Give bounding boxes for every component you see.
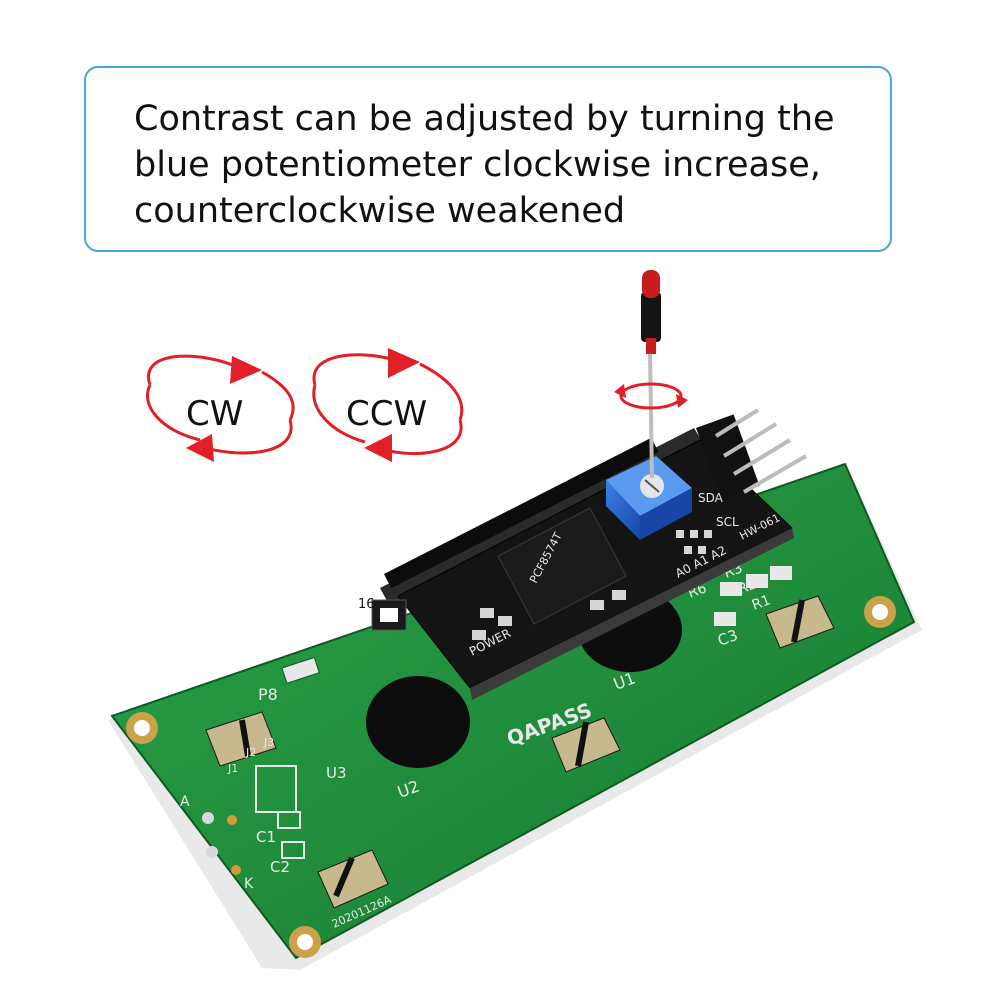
lcd-pcb: P8 U3 J1 J2 J3 C1 C2 C3 R1 R2 R3 R6 A K … xyxy=(108,462,922,970)
label-j2: J2 xyxy=(245,746,256,759)
instruction-line-2: blue potentiometer clockwise increase, xyxy=(134,145,821,185)
label-r2: R2 xyxy=(736,576,759,597)
address-pad xyxy=(690,530,698,538)
smd-component xyxy=(590,600,604,610)
instruction-callout: Contrast can be adjusted by turning the … xyxy=(84,66,892,252)
label-c1: C1 xyxy=(256,828,276,846)
pcf8574-chip: PCF8574T xyxy=(497,507,627,625)
label-pad-a: A xyxy=(180,794,190,810)
label-j1: J1 xyxy=(227,762,238,775)
potentiometer[interactable] xyxy=(606,456,692,540)
smd-component xyxy=(770,566,792,580)
instruction-text: Contrast can be adjusted by turning the … xyxy=(134,96,874,234)
pin16-label: 16 xyxy=(358,597,375,612)
label-p8: P8 xyxy=(258,685,278,704)
u3-outline xyxy=(255,765,297,813)
ccw-label: CCW xyxy=(346,394,427,434)
cw-arrowhead xyxy=(186,434,214,462)
label-r1: R1 xyxy=(750,592,773,613)
pad-a xyxy=(202,812,214,824)
label-c3: C3 xyxy=(715,626,740,650)
lcd-tab xyxy=(551,717,621,773)
pad-k xyxy=(206,846,218,858)
lcd-tab xyxy=(765,595,835,649)
instruction-line-1: Contrast can be adjusted by turning the xyxy=(134,99,835,139)
ccw-arrowhead xyxy=(364,434,392,462)
smd-component xyxy=(281,656,320,684)
label-j3: J3 xyxy=(263,736,274,749)
pin-label-scl: SCL xyxy=(716,515,739,529)
solder-dot xyxy=(227,815,237,825)
i2c-header-pins xyxy=(696,408,808,500)
smd-pad xyxy=(281,841,305,859)
backlight-jumper xyxy=(371,599,407,631)
screwdriver-rotation-icon xyxy=(614,382,688,410)
smd-component xyxy=(480,608,494,618)
lcd-tab xyxy=(205,711,277,767)
smd-component xyxy=(612,590,626,600)
smd-component xyxy=(746,574,768,588)
address-pad xyxy=(684,546,692,554)
header-pin-row xyxy=(384,437,659,589)
smd-component xyxy=(472,630,486,640)
ccw-rotation-icon: CCW xyxy=(312,348,464,462)
pin-label-sda: SDA xyxy=(698,491,724,505)
cw-rotation-icon: CW xyxy=(146,354,295,462)
chip-blob-u2 xyxy=(366,676,470,768)
address-pad xyxy=(704,530,712,538)
solder-dot xyxy=(231,865,241,875)
address-pad xyxy=(676,530,684,538)
cw-label: CW xyxy=(186,394,243,434)
smd-component xyxy=(720,582,742,596)
lcd-tab xyxy=(317,849,389,909)
label-pad-k: K xyxy=(244,876,254,892)
smd-component xyxy=(498,616,512,626)
address-pad xyxy=(698,546,706,554)
label-c2: C2 xyxy=(270,858,290,876)
instruction-line-3: counterclockwise weakened xyxy=(134,191,626,231)
label-u3: U3 xyxy=(326,764,347,782)
screwdriver-icon xyxy=(641,270,661,479)
mount-hole xyxy=(864,596,896,628)
smd-component xyxy=(714,612,736,626)
mount-hole xyxy=(289,926,321,958)
mount-hole xyxy=(126,712,158,744)
